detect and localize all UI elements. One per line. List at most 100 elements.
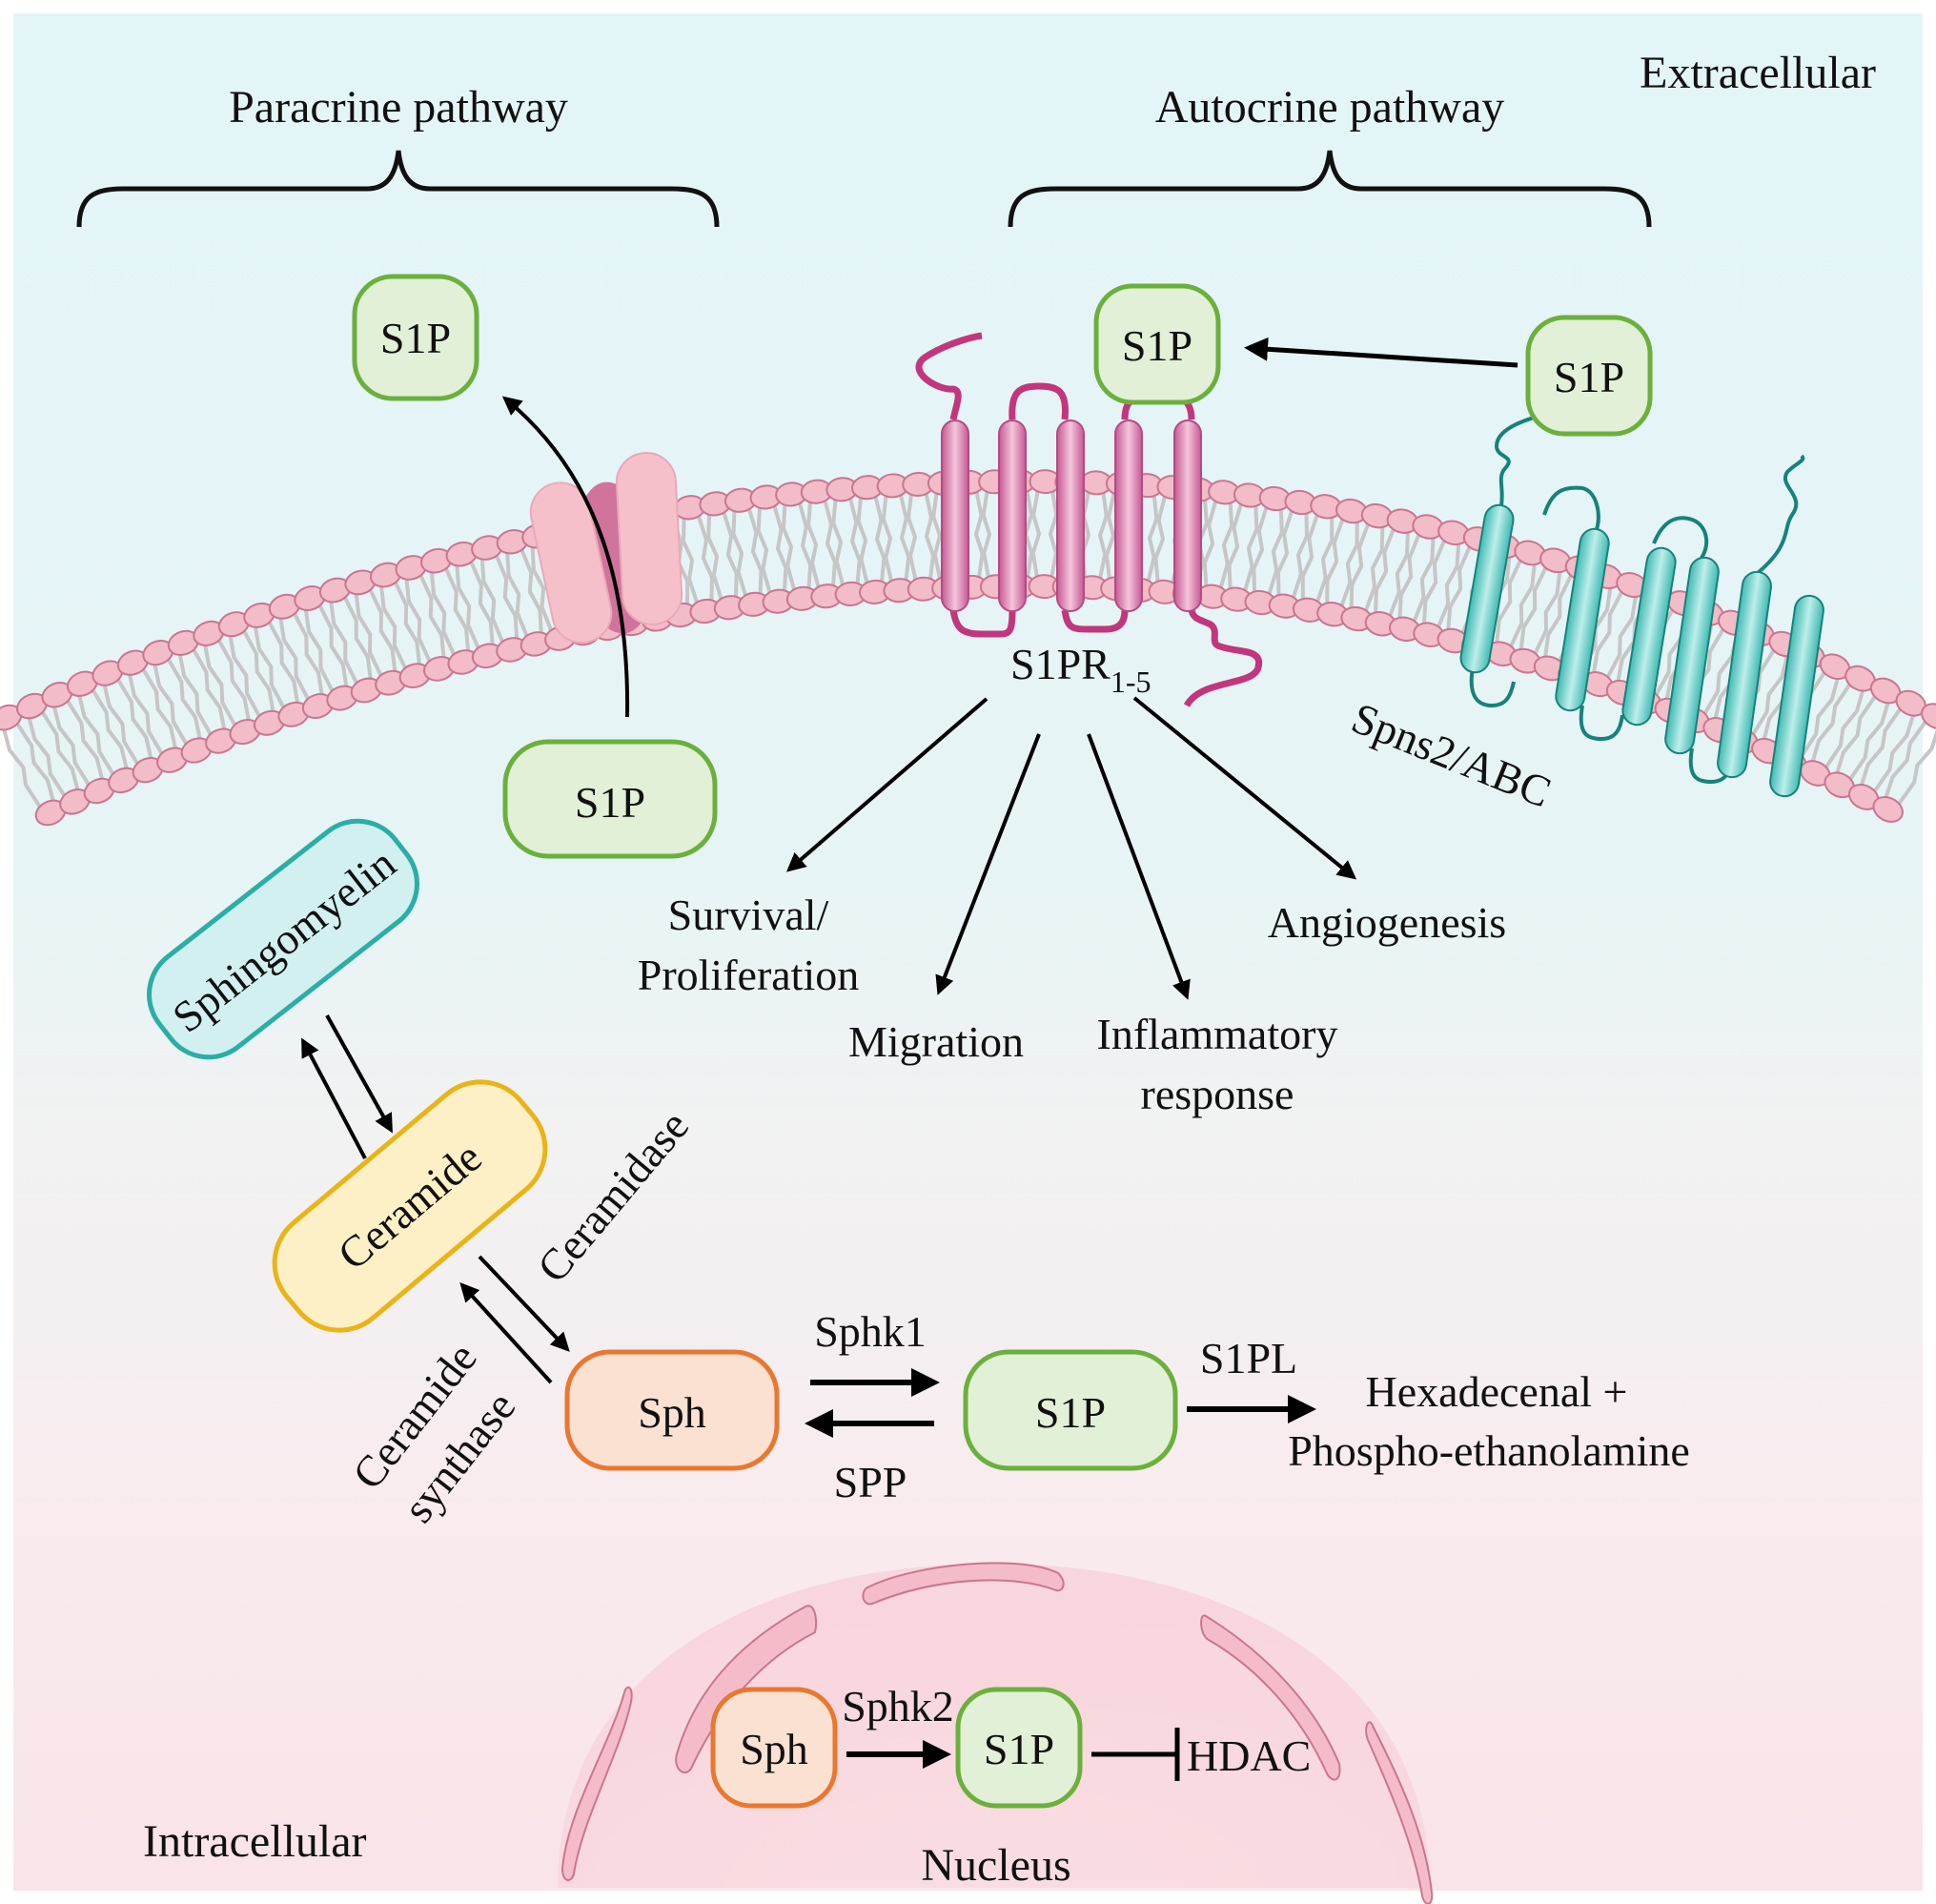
lipid-tail — [111, 669, 155, 768]
arrow-sph-to-ceramide — [459, 1282, 553, 1384]
lipid-tail — [931, 482, 945, 589]
lipid-tail — [1433, 534, 1461, 637]
lipid-tail — [1264, 499, 1284, 604]
svg-text:S1P: S1P — [1035, 1388, 1106, 1437]
autocrine-arrow — [1244, 337, 1518, 368]
lipid-tail — [1819, 680, 1867, 777]
lipid-tail — [125, 665, 169, 764]
lipid-tail — [212, 630, 253, 730]
s1pr-receptor — [915, 332, 1263, 707]
lipid-tail — [1396, 524, 1425, 628]
intracellular-label: Intracellular — [143, 1816, 367, 1867]
spp-label: SPP — [834, 1458, 907, 1506]
products-line1: Hexadecenal + — [1366, 1367, 1628, 1416]
lipid-tail — [364, 580, 398, 682]
lipid-tail — [1095, 482, 1109, 588]
paracrine-export-arrow — [501, 396, 630, 718]
lipid-tail — [389, 572, 423, 675]
lipid-tail — [1529, 562, 1563, 664]
nucleus-label: Nucleus — [921, 1840, 1070, 1891]
lipid-tail — [327, 591, 363, 693]
sphk1-label: Sphk1 — [814, 1307, 927, 1356]
lipid-tail — [60, 691, 107, 789]
lipid-tail — [226, 625, 266, 727]
lipid-tail — [1601, 586, 1640, 687]
svg-text:S1P: S1P — [380, 314, 451, 362]
s1p-transporter-node: S1P — [1525, 315, 1653, 437]
lipid-tail — [201, 635, 242, 735]
lipid-tail — [516, 540, 544, 644]
lipid-tail — [706, 504, 726, 609]
effect-angiogenesis: Angiogenesis — [1268, 898, 1506, 947]
lipid-tail — [981, 481, 992, 587]
lipid-tail — [1843, 692, 1893, 789]
lipid-tail — [465, 551, 496, 655]
lipid-tail — [353, 583, 387, 686]
paracrine-pathway-label: Paracrine pathway — [229, 82, 568, 133]
s1p-paracrine-in-node: S1P — [502, 739, 718, 859]
lipid-tail — [187, 640, 229, 740]
lipid-tail — [377, 576, 412, 679]
s1pr-label: S1PR1-5 — [1010, 640, 1151, 699]
nuclear-envelope-segment — [1200, 1614, 1341, 1781]
hdac-label: HDAC — [1187, 1731, 1311, 1780]
lipid-tail — [1518, 558, 1552, 660]
svg-text:Sph: Sph — [638, 1388, 706, 1437]
lipid-tail — [1494, 550, 1527, 653]
s1p-receptor-bound-node: S1P — [1093, 283, 1221, 405]
lipid-tail — [252, 616, 291, 718]
transporter-helix — [1717, 570, 1772, 779]
arrow-to-angiogenesis — [1132, 696, 1357, 880]
effect-survival-line2: Proliferation — [638, 951, 860, 999]
lipid-tail — [302, 600, 339, 701]
lipid-tail — [806, 492, 824, 598]
svg-text:S1P: S1P — [575, 778, 645, 827]
effect-inflammatory-line1: Inflammatory — [1097, 1010, 1338, 1058]
transporter-helix — [1459, 503, 1515, 674]
lipid-tail — [175, 645, 217, 745]
arrow-to-inflammatory — [1087, 733, 1191, 1000]
effect-migration: Migration — [848, 1017, 1024, 1066]
lipid-tail — [1288, 502, 1309, 608]
sph-cytosol-node: Sph — [564, 1349, 780, 1471]
lipid-tail — [1746, 645, 1792, 744]
lipid-tail — [871, 486, 886, 592]
lipid-tail — [831, 489, 847, 595]
lipid-tail — [756, 498, 775, 603]
lipid-tail — [1104, 482, 1118, 589]
sph-nucleus-node: Sph — [710, 1687, 838, 1809]
lipid-tail — [795, 493, 813, 599]
lipid-tail — [719, 502, 739, 607]
lipid-tail — [276, 607, 315, 709]
lipid-tail — [288, 604, 326, 705]
lipid-tail — [1445, 537, 1476, 640]
svg-text:Sph: Sph — [740, 1725, 808, 1773]
lipid-tail — [1240, 496, 1259, 601]
lipid-tail — [490, 545, 520, 649]
paracrine-brace — [76, 150, 720, 228]
lipid-tail — [74, 686, 120, 784]
lipid-tail — [1504, 554, 1538, 657]
s1pl-label: S1PL — [1200, 1334, 1297, 1382]
lipid-tail — [1541, 565, 1578, 667]
lipid-tail — [744, 499, 764, 604]
nuclear-envelope-segment — [1365, 1721, 1434, 1904]
lipid-tail — [906, 483, 920, 590]
lipid-tail — [1144, 485, 1159, 591]
lipid-tail — [1252, 497, 1272, 603]
lipid-tail — [731, 501, 751, 606]
lipid-tail — [1832, 686, 1883, 784]
lipid-tail — [682, 508, 703, 613]
arrow-ceramide-to-sph — [478, 1255, 570, 1352]
lipid-tail — [530, 537, 557, 641]
arrow-to-survival — [785, 697, 988, 872]
lipid-tail — [25, 707, 71, 806]
lipid-tail — [100, 674, 145, 773]
lipid-tail — [896, 484, 911, 591]
lipid-tail — [10, 714, 58, 811]
lipid-tail — [403, 568, 436, 671]
lipid-tail — [136, 659, 180, 759]
s1pr-label-base: S1PR — [1010, 640, 1111, 688]
lipid-tail — [1227, 494, 1246, 599]
lipid-head — [1872, 795, 1904, 823]
